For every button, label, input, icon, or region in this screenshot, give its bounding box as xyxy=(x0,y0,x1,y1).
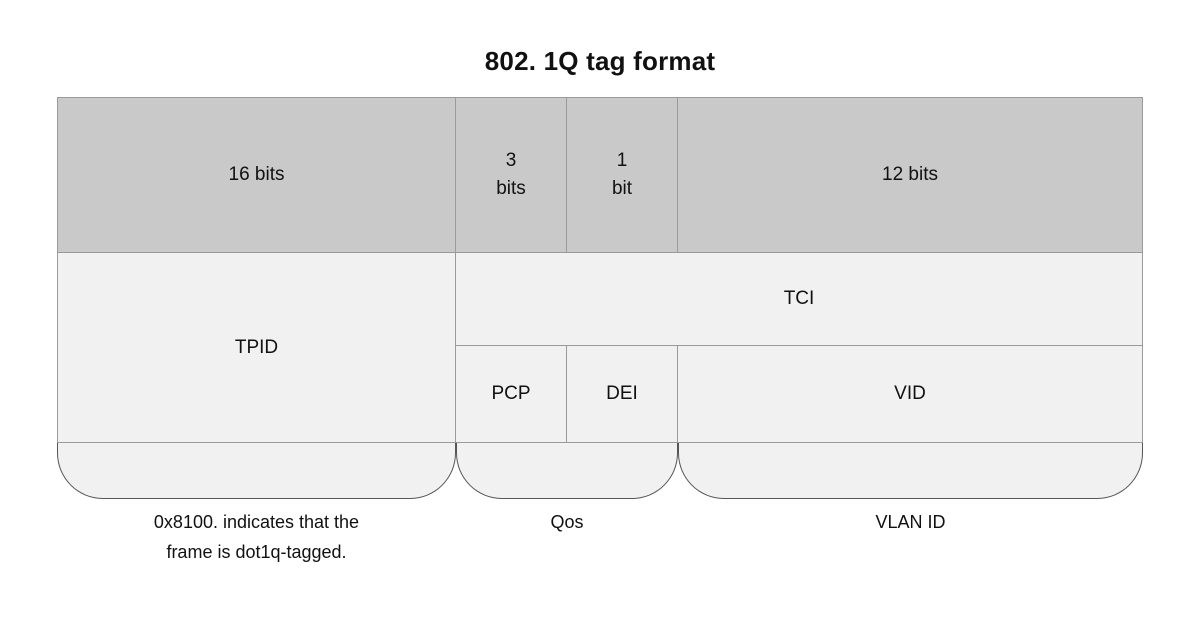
field-label-tci: TCI xyxy=(783,288,815,310)
field-label-dei: DEI xyxy=(606,383,638,405)
annotation-qos-note: Qos xyxy=(550,512,584,532)
header-label-16-bits: 16 bits xyxy=(228,164,285,186)
page-title: 802. 1Q tag format xyxy=(484,46,716,76)
tag-format-table: 16 bits 3 bits 1 bit 12 bits TPID TCI PC… xyxy=(57,97,1143,443)
header-label-1-bit: 1 bit xyxy=(611,150,633,199)
field-label-vid: VID xyxy=(894,383,926,405)
annotation-vlan-note: VLAN ID xyxy=(875,512,946,532)
header-label-3-bits: 3 bits xyxy=(496,150,526,199)
field-cell-vid: VID xyxy=(678,345,1142,442)
brace-vlan-id xyxy=(678,443,1143,499)
header-label-12-bits: 12 bits xyxy=(882,164,938,186)
brace-qos xyxy=(456,443,678,499)
header-cell-12-bits: 12 bits xyxy=(678,98,1142,252)
field-cell-tci: TCI xyxy=(456,252,1142,345)
header-cell-16-bits: 16 bits xyxy=(58,98,456,252)
header-cell-3-bits: 3 bits xyxy=(456,98,567,252)
field-cell-dei: DEI xyxy=(567,345,678,442)
header-cell-1-bit: 1 bit xyxy=(567,98,678,252)
field-label-tpid: TPID xyxy=(234,336,279,358)
brace-tpid xyxy=(57,443,456,499)
field-cell-tpid: TPID xyxy=(58,252,456,442)
field-label-pcp: PCP xyxy=(491,383,531,405)
annotation-tpid-note: 0x8100. indicates that the frame is dot1… xyxy=(153,512,360,562)
field-cell-pcp: PCP xyxy=(456,345,567,442)
